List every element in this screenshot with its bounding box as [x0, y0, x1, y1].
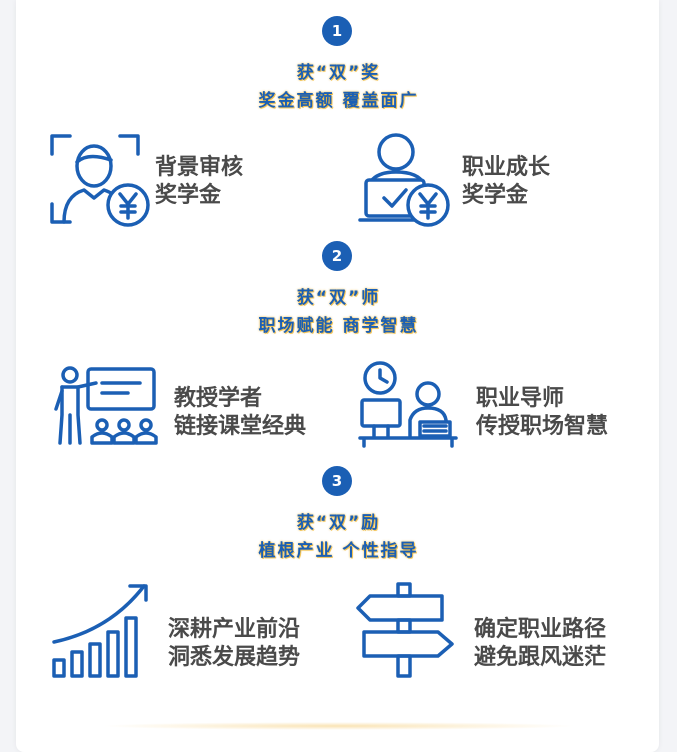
feature-line-2: 链接课堂经典	[174, 414, 307, 439]
mentor-desk-clock-icon	[358, 360, 458, 448]
feature-line-1: 教授学者	[174, 386, 263, 411]
feature-career-scholarship: 职业成长 奖学金	[462, 154, 550, 210]
section-1-subtitle: 奖金高额 覆盖面广	[258, 91, 419, 111]
feature-line-2: 洞悉发展趋势	[168, 645, 301, 670]
bottom-glow-divider	[100, 722, 577, 730]
face-scan-yen-icon	[48, 132, 152, 228]
teacher-classroom-icon	[50, 365, 160, 447]
feature-line-2: 奖学金	[155, 183, 222, 208]
section-2-title: 获“双”师	[296, 288, 381, 308]
section-1-title: 获“双”奖	[296, 63, 381, 83]
section-2-subtitle: 职场赋能 商学智慧	[258, 316, 419, 336]
section-3-subtitle: 植根产业 个性指导	[258, 541, 419, 561]
laptop-user-yen-icon	[358, 132, 454, 228]
feature-line-1: 确定职业路径	[474, 617, 607, 642]
section-3-number-badge: 3	[322, 466, 352, 496]
feature-background-scholarship: 背景审核 奖学金	[155, 154, 243, 210]
feature-industry-frontier: 深耕产业前沿 洞悉发展趋势	[168, 616, 300, 672]
growth-chart-icon	[50, 580, 150, 680]
section-2-number-badge: 2	[322, 241, 352, 271]
section-3-title: 获“双”励	[296, 513, 381, 533]
signpost-icon	[356, 580, 456, 680]
feature-career-mentors: 职业导师 传授职场智慧	[476, 385, 608, 441]
feature-line-2: 避免跟风迷茫	[474, 645, 607, 670]
feature-line-2: 奖学金	[462, 183, 529, 208]
feature-professors: 教授学者 链接课堂经典	[174, 385, 306, 441]
feature-line-1: 职业导师	[476, 386, 565, 411]
feature-line-1: 背景审核	[155, 155, 244, 180]
feature-line-1: 深耕产业前沿	[168, 617, 301, 642]
feature-line-1: 职业成长	[462, 155, 551, 180]
content-card	[16, 0, 659, 752]
feature-career-path: 确定职业路径 避免跟风迷茫	[474, 616, 606, 672]
section-1-number-badge: 1	[322, 16, 352, 46]
feature-line-2: 传授职场智慧	[476, 414, 609, 439]
